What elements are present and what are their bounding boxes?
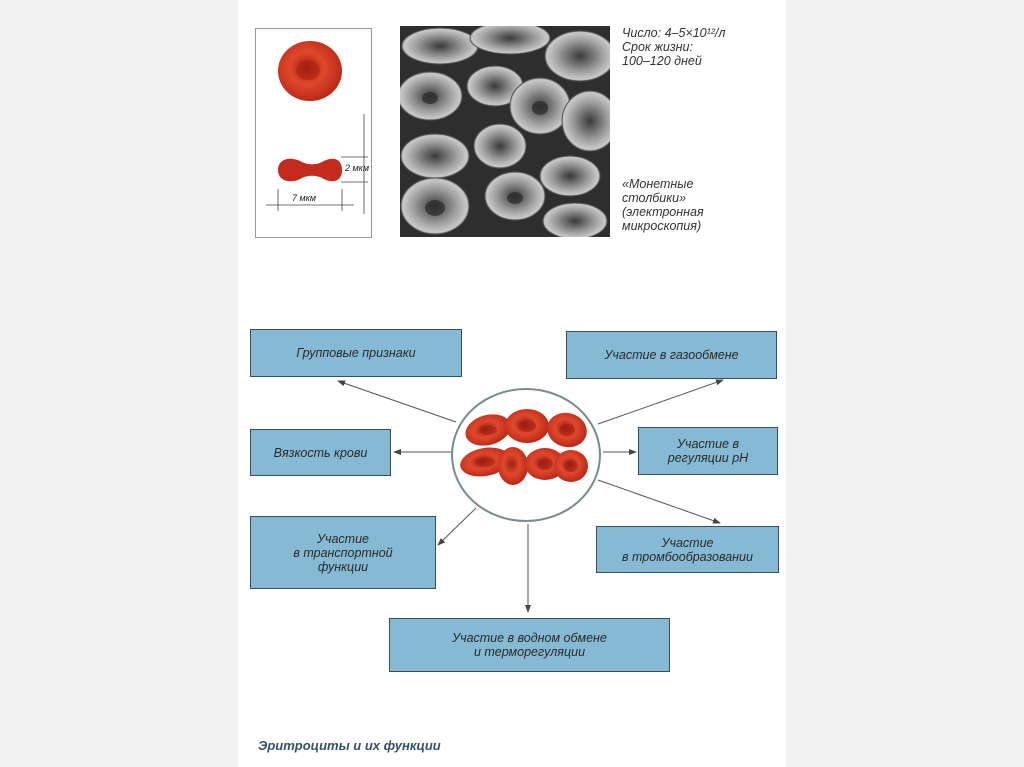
box-ph-regulation: Участие в регуляции pH [638, 427, 778, 475]
arrow-thrombo [597, 479, 721, 524]
lifespan-label: Срок жизни: [622, 40, 693, 54]
electron-microscopy-photo [400, 26, 610, 237]
coins-caption-2: столбики» [622, 191, 687, 205]
erythrocyte-side-view [278, 158, 342, 182]
arrow-transport [437, 507, 477, 546]
arrow-group [337, 380, 457, 423]
box-group-attributes: Групповые признаки [250, 329, 462, 377]
coins-caption-4: микроскопия) [622, 219, 702, 233]
erythrocyte-dimension-panel [255, 28, 372, 238]
box-gas-exchange: Участие в газообмене [566, 331, 777, 379]
arrow-gas [597, 379, 724, 425]
diameter-label: 7 мкм [292, 193, 317, 203]
erythrocytes-circle [451, 388, 601, 522]
box-water-thermoregulation: Участие в водном обмене и терморегуляции [389, 618, 670, 672]
box-transport-function: Участие в транспортной функции [250, 516, 436, 589]
coins-caption-3: (электронная [622, 205, 704, 219]
red-blood-cells-icon [460, 409, 588, 485]
erythrocyte-illustration [266, 41, 368, 214]
figure-caption: Эритроциты и их функции [258, 738, 441, 753]
coins-caption-1: «Монетные [622, 177, 694, 191]
lifespan-value: 100–120 дней [622, 54, 702, 68]
thickness-label: 2 мкм [345, 163, 370, 173]
count-text: Число: 4–5×10¹²/л [622, 26, 726, 40]
box-blood-viscosity: Вязкость крови [250, 429, 391, 476]
box-thrombus-formation: Участие в тромбообразовании [596, 526, 779, 573]
